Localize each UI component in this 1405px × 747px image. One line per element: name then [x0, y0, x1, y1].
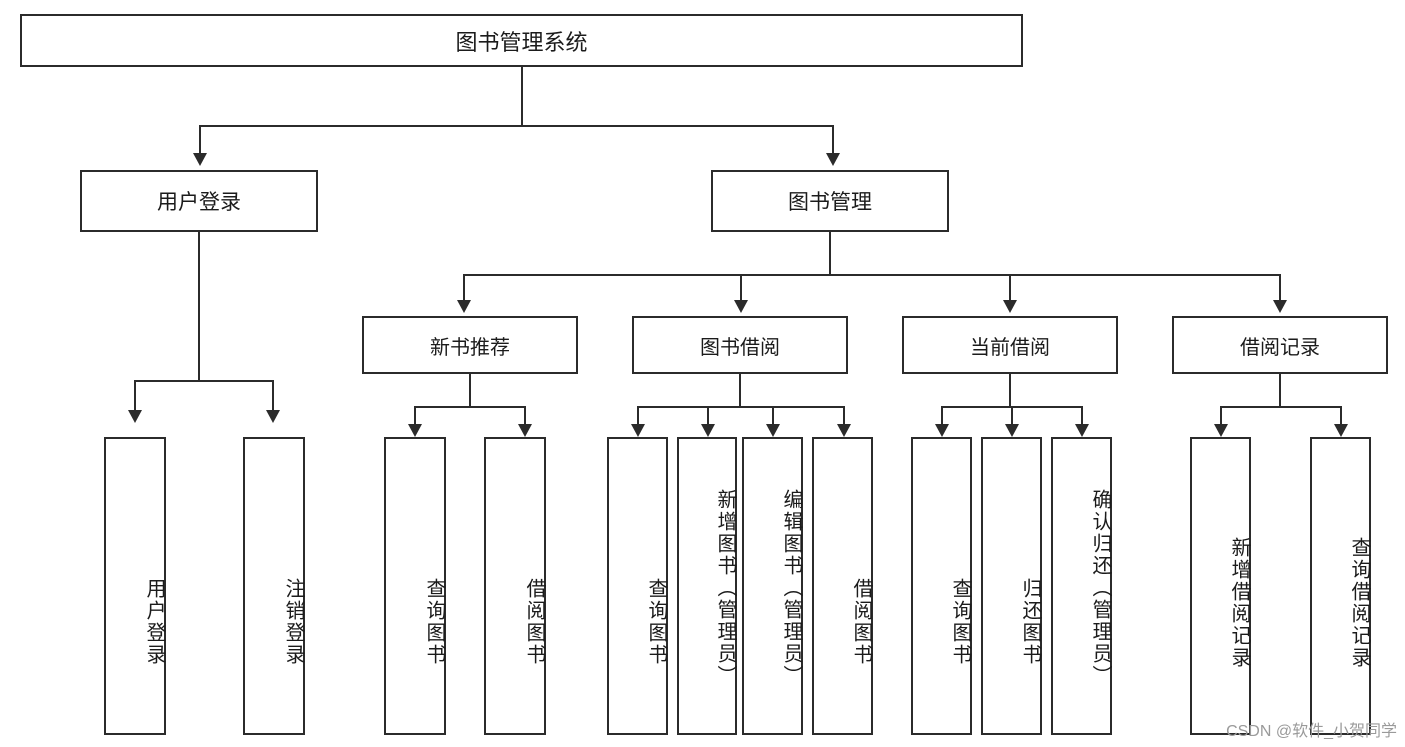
arrow-user-login-leaf-1: [128, 410, 142, 423]
edge-book-management-stem: [829, 232, 831, 274]
node-label: 用户登录: [157, 191, 241, 214]
edge-root-to-book-management: [832, 125, 834, 155]
arrow-book-borrow-leaf-2: [701, 424, 715, 437]
node-label: 用户登录: [143, 578, 165, 666]
edge-root-bus: [199, 125, 833, 127]
arrow-to-borrow-record: [1273, 300, 1287, 313]
leaf-add-borrow-record[interactable]: 新增借阅记录: [1190, 437, 1251, 735]
node-label: 新增借阅记录: [1228, 537, 1250, 669]
arrow-current-borrow-leaf-3: [1075, 424, 1089, 437]
edge-root-stem: [521, 67, 523, 125]
edge-book-borrow-leaf-1: [637, 406, 639, 428]
arrow-borrow-record-leaf-2: [1334, 424, 1348, 437]
leaf-query-borrow-record[interactable]: 查询借阅记录: [1310, 437, 1371, 735]
edge-book-borrow-bus: [637, 406, 843, 408]
arrow-new-book-leaf-2: [518, 424, 532, 437]
arrow-user-login-leaf-2: [266, 410, 280, 423]
arrow-root-to-user-login: [193, 153, 207, 166]
edge-user-login-leaf-2: [272, 380, 274, 412]
node-user-login[interactable]: 用户登录: [80, 170, 318, 232]
edge-root-to-user-login: [199, 125, 201, 155]
edge-book-borrow-leaf-4: [843, 406, 845, 428]
node-book-borrow[interactable]: 图书借阅: [632, 316, 848, 374]
arrow-root-to-book-management: [826, 153, 840, 166]
arrow-current-borrow-leaf-2: [1005, 424, 1019, 437]
node-label: 借阅图书: [523, 578, 545, 666]
edge-new-book-stem: [469, 374, 471, 406]
node-label: 注销登录: [282, 578, 304, 666]
node-label: 借阅记录: [1240, 336, 1320, 359]
node-label: 图书借阅: [700, 336, 780, 359]
edge-borrow-record-bus: [1220, 406, 1340, 408]
edge-borrow-record-leaf-2: [1340, 406, 1342, 428]
leaf-query-book-current[interactable]: 查询图书: [911, 437, 972, 735]
leaf-confirm-return-admin[interactable]: 确认归还（管理员）: [1051, 437, 1112, 735]
leaf-logout-login[interactable]: 注销登录: [243, 437, 305, 735]
node-current-borrow[interactable]: 当前借阅: [902, 316, 1118, 374]
leaf-borrow-book[interactable]: 借阅图书: [812, 437, 873, 735]
edge-user-login-bus: [134, 380, 272, 382]
leaf-add-book-admin[interactable]: 新增图书（管理员）: [677, 437, 737, 735]
edge-borrow-record-stem: [1279, 374, 1281, 406]
arrow-borrow-record-leaf-1: [1214, 424, 1228, 437]
arrow-book-borrow-leaf-4: [837, 424, 851, 437]
edge-current-borrow-leaf-1: [941, 406, 943, 428]
leaf-return-book[interactable]: 归还图书: [981, 437, 1042, 735]
leaf-edit-book-admin[interactable]: 编辑图书（管理员）: [742, 437, 803, 735]
node-label: 归还图书: [1019, 578, 1041, 666]
edge-new-book-leaf-1: [414, 406, 416, 428]
edge-current-borrow-stem: [1009, 374, 1011, 406]
edge-to-new-book-recommend: [463, 274, 465, 302]
arrow-book-borrow-leaf-1: [631, 424, 645, 437]
node-label: 查询图书: [423, 578, 445, 666]
edge-current-borrow-leaf-2: [1011, 406, 1013, 428]
edge-user-login-leaf-1: [134, 380, 136, 412]
leaf-borrow-book-recommend[interactable]: 借阅图书: [484, 437, 546, 735]
node-root-book-management-system[interactable]: 图书管理系统: [20, 14, 1023, 67]
csdn-watermark: CSDN @软件_小贺同学: [1226, 723, 1397, 740]
leaf-query-book-borrow[interactable]: 查询图书: [607, 437, 668, 735]
node-label: 图书管理: [788, 191, 872, 214]
node-book-management[interactable]: 图书管理: [711, 170, 949, 232]
edge-current-borrow-leaf-3: [1081, 406, 1083, 428]
edge-new-book-bus: [414, 406, 524, 408]
node-label: 查询图书: [645, 578, 667, 666]
edge-book-management-bus: [463, 274, 1280, 276]
node-borrow-record[interactable]: 借阅记录: [1172, 316, 1388, 374]
arrow-to-book-borrow: [734, 300, 748, 313]
node-label: 新书推荐: [430, 336, 510, 359]
node-label: 查询借阅记录: [1348, 537, 1370, 669]
node-label: 借阅图书: [850, 578, 872, 666]
node-label: 图书管理系统: [455, 29, 588, 55]
node-label: 新增图书（管理员）: [714, 489, 736, 687]
edge-new-book-leaf-2: [524, 406, 526, 428]
node-label: 编辑图书（管理员）: [780, 489, 802, 687]
edge-to-book-borrow: [740, 274, 742, 302]
node-label: 查询图书: [949, 578, 971, 666]
leaf-user-login[interactable]: 用户登录: [104, 437, 166, 735]
edge-book-borrow-stem: [739, 374, 741, 406]
edge-to-borrow-record: [1279, 274, 1281, 302]
node-label: 确认归还（管理员）: [1089, 489, 1111, 687]
arrow-new-book-leaf-1: [408, 424, 422, 437]
edge-user-login-stem: [198, 232, 200, 380]
edge-book-borrow-leaf-2: [707, 406, 709, 428]
arrow-book-borrow-leaf-3: [766, 424, 780, 437]
node-new-book-recommend[interactable]: 新书推荐: [362, 316, 578, 374]
node-label: 当前借阅: [970, 336, 1050, 359]
edge-borrow-record-leaf-1: [1220, 406, 1222, 428]
arrow-to-new-book-recommend: [457, 300, 471, 313]
arrow-current-borrow-leaf-1: [935, 424, 949, 437]
edge-to-current-borrow: [1009, 274, 1011, 302]
edge-book-borrow-leaf-3: [772, 406, 774, 428]
arrow-to-current-borrow: [1003, 300, 1017, 313]
leaf-query-book-recommend[interactable]: 查询图书: [384, 437, 446, 735]
